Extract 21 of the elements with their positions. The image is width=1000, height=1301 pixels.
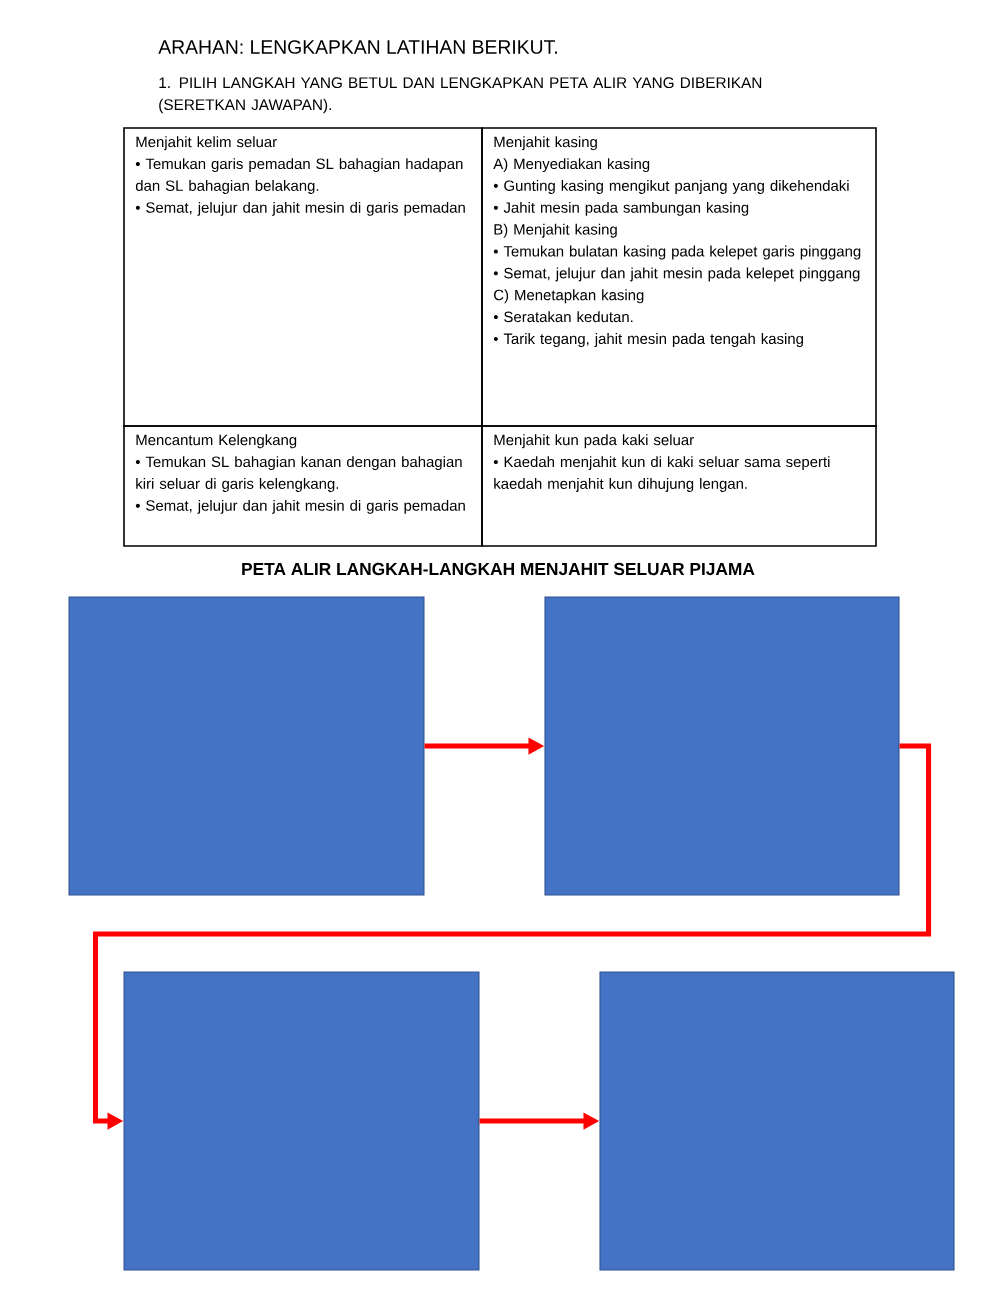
label: • Temukan bulatan kasing pada kelepet garis pinggang [493,245,861,260]
label: • Jahit mesin pada sambungan kasing [493,201,749,216]
label: • Gunting kasing mengikut panjang yang dikehendaki [493,180,849,194]
label: • Semat, jelujur dan jahit mesin pada kelepet pinggang [493,267,860,282]
label: • Seratakan kedutan. [493,311,633,323]
table-cell: Mencantum Kelengkang • Temukan SL bahagian kanan dengan bahagian kiri seluar di garis kelengkang. • Semat, jelujur dan jahit mesin di garis pemadan [123,425,483,547]
heading: ARAHAN: LENGKAPKAN LATIHAN BERIKUT. [158,40,557,54]
instruction-text: 1. PILIH LANGKAH YANG BETUL DAN LENGKAPKAN PETA ALIR YANG DIBERIKAN (SERETKAN JAWAPAN). [159,77,762,114]
flow-box [68,596,425,896]
flow-box [544,596,900,896]
label: C) Menetapkan kasing [494,289,644,304]
label: A) Menyediakan kasing [493,158,650,173]
label: Menjahit kasing [494,136,597,151]
table-cell: Menjahit kelim seluar • Temukan garis pemadan SL bahagian hadapan dan SL bahagian belakang. • Semat, jelujur dan jahit mesin di garis pemadan [123,127,483,427]
flow-box [123,971,480,1271]
table-cell: Menjahit kasing A) Menyediakan kasing • Gunting kasing mengikut panjang yang dikehendaki • Jahit mesin pada sambungan kasing B) Menjahit kasing • Temukan bulatan kasing pada kelepet garis pinggang • Semat, jelujur dan jahit mesin pada kelepet pinggang C) Menetapkan kasing • Seratakan kedutan. • Tarik tegang, jahit mesin pada tengah kasing [481,127,877,427]
flowchart-heading: PETA ALIR LANGKAH-LANGKAH MENJAHIT SELUAR PIJAMA [242,562,755,576]
flow-box [599,971,955,1271]
table-cell: Menjahit kun pada kaki seluar • Kaedah menjahit kun di kaki seluar sama seperti kaedah menjahit kun dihujung lengan. [481,425,877,547]
label: • Tarik tegang, jahit mesin pada tengah kasing [493,333,803,347]
label: B) Menjahit kasing [494,223,617,238]
